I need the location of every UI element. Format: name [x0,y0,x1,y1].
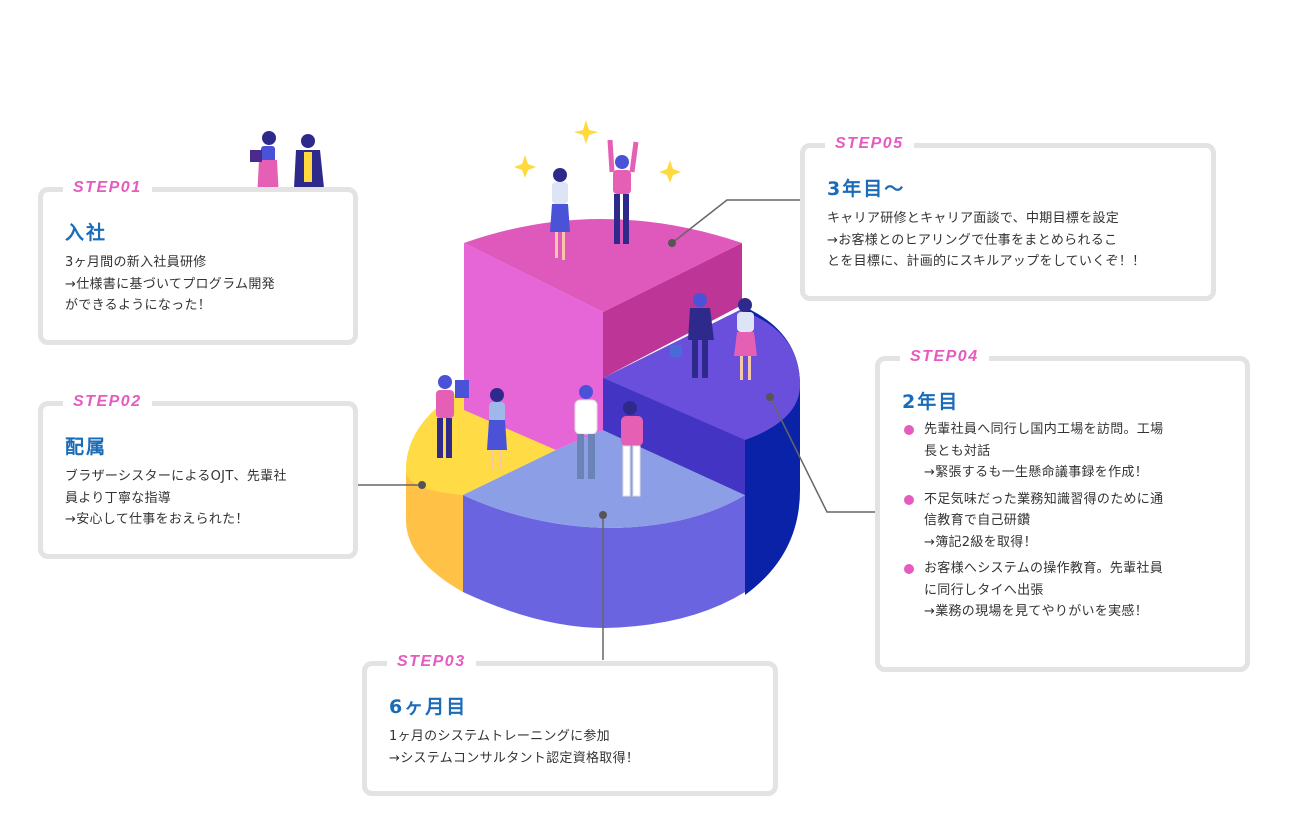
step02-label: STEP02 [63,392,152,412]
presenter-with-laptop [436,375,507,470]
step05-body: キャリア研修とキャリア面談で、中期目標を設定 →お客様とのヒアリングで仕事をまと… [827,211,1146,269]
step05-title: 3年目～ [827,178,906,200]
step01-body: 3ヶ月間の新入社員研修 →仕様書に基づいてプログラム開発 ができるようになった！ [65,255,275,313]
step04-title: 2年目 [902,391,960,413]
handshake-pair [574,385,643,497]
step03-body: 1ヶ月のシステムトレーニングに参加 →システムコンサルタント認定資格取得！ [389,729,640,766]
step02-body: ブラザーシスターによるOJT、先輩社 員より丁寧な指導 →安心して仕事をおえられ… [65,469,287,527]
segment-lavender [463,430,745,628]
bullet-dot-icon [904,425,914,435]
step04-card: STEP04 2年目 先輩社員へ同行し国内工場を訪問。工場 長とも対話 →緊張す… [875,347,1250,672]
step03-label: STEP03 [387,652,476,672]
connector-dots [418,239,774,519]
step04-label: STEP04 [900,347,989,367]
connector-lines [357,199,877,660]
bullet-dot-icon [904,494,914,505]
step05-label: STEP05 [825,134,914,154]
step01-card: STEP01 入社 3ヶ月間の新入社員研修 →仕様書に基づいてプログラム開発 が… [38,178,358,345]
list-item: 不足気味だった業務知識習得のために通 信教育で自己研鑽 →簿記2級を取得！ [902,489,1163,554]
step02-card: STEP02 配属 ブラザーシスターによるOJT、先輩社 員より丁寧な指導 →安… [38,392,358,559]
business-walkers [670,293,757,380]
step02-title: 配属 [65,436,108,458]
list-item: お客様へシステムの操作教育。先輩社員 に同行しタイへ出張 →業務の現場を見てやり… [902,558,1163,623]
step03-title: 6ヶ月目 [389,696,468,718]
step03-card: STEP03 6ヶ月目 1ヶ月のシステムトレーニングに参加 →システムコンサルタ… [362,652,778,796]
step05-card: STEP05 3年目～ キャリア研修とキャリア面談で、中期目標を設定 →お客様と… [800,134,1216,301]
list-item: 先輩社員へ同行し国内工場を訪問。工場 長とも対話 →緊張するも一生懸命議事録を作… [902,419,1163,484]
step04-bullet-list: 先輩社員へ同行し国内工場を訪問。工場 長とも対話 →緊張するも一生懸命議事録を作… [902,419,1163,628]
sparkle-icon [514,120,681,183]
celebrating-people [550,139,639,260]
bullet-dot-icon [904,564,914,574]
step01-title: 入社 [65,222,108,244]
step01-label: STEP01 [63,178,152,198]
